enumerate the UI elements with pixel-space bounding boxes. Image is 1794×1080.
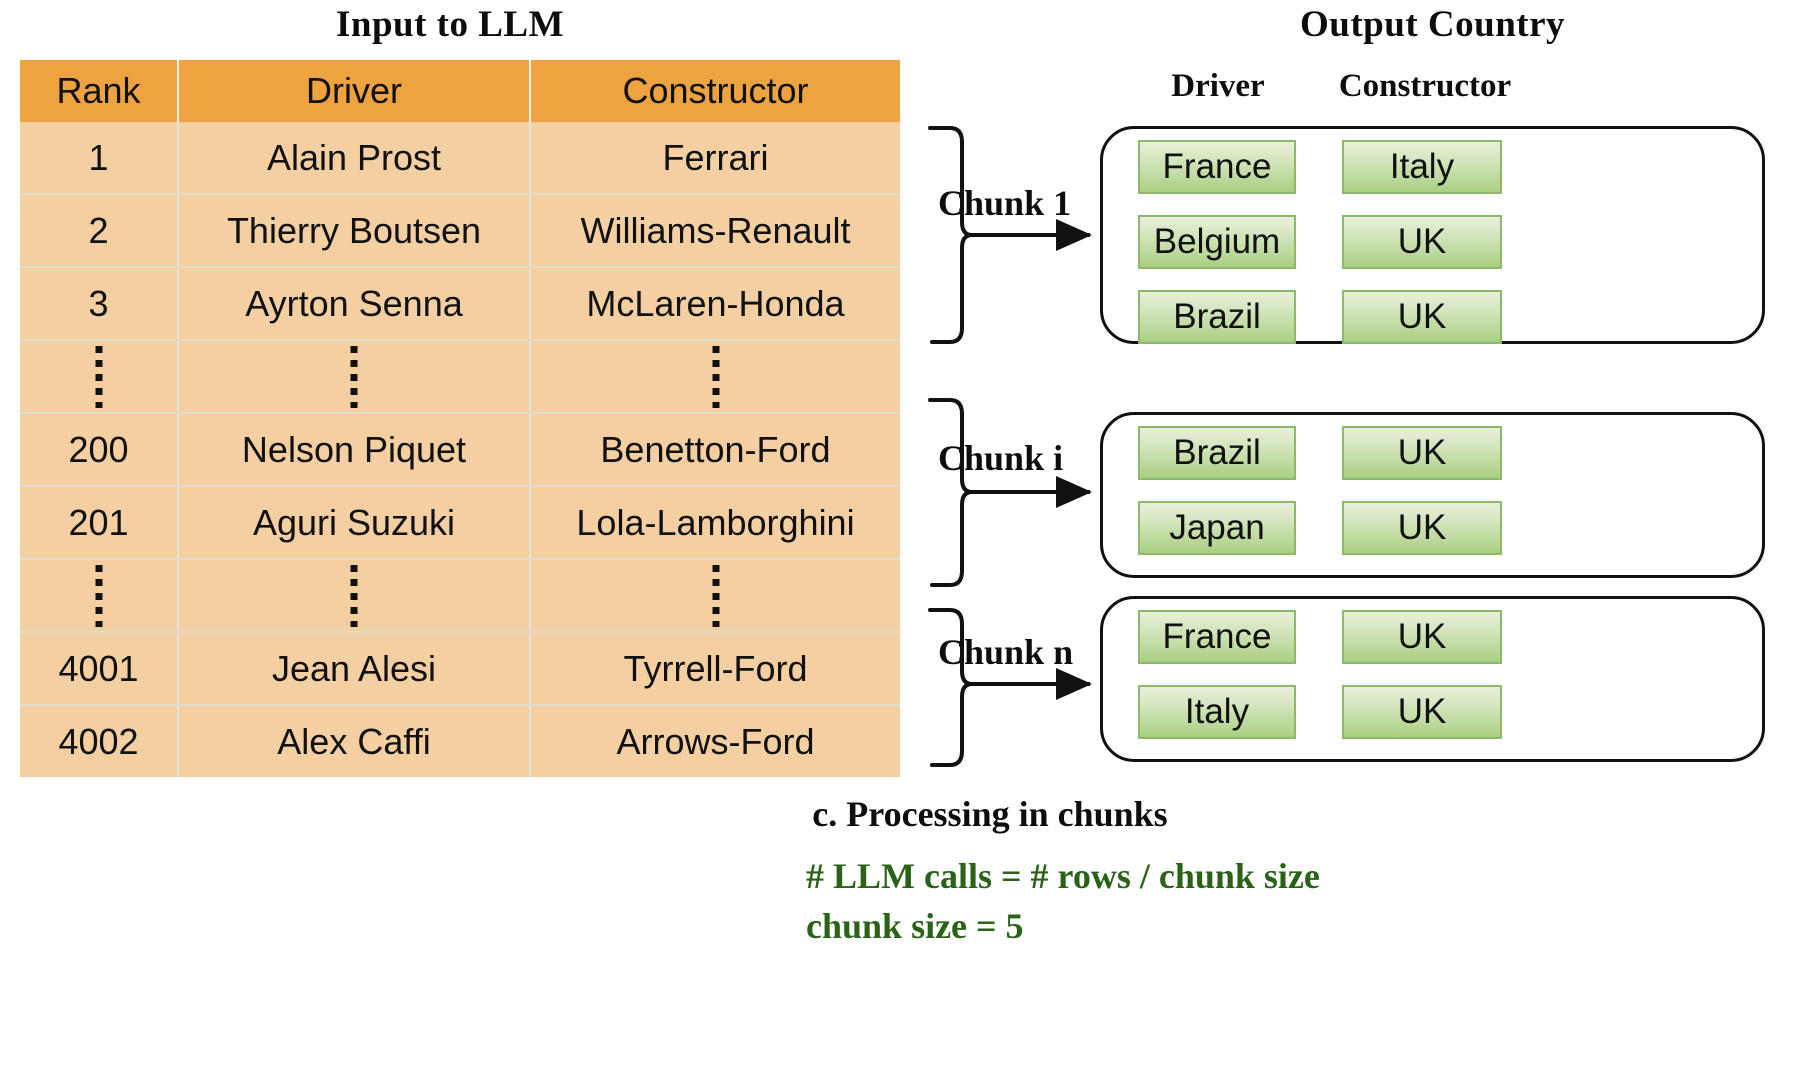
cell-ellipsis-constructor (530, 559, 900, 633)
table-row-ellipsis (20, 340, 900, 414)
vertical-dots-icon (350, 345, 358, 408)
cell-rank: 201 (20, 486, 179, 560)
country-chip: UK (1342, 685, 1502, 739)
cell-rank: 200 (20, 413, 179, 487)
cell-constructor: Lola-Lamborghini (530, 486, 900, 560)
output-group-chunk-i: Brazil UK Japan UK (1100, 412, 1765, 578)
brace-chunk-1 (928, 126, 973, 344)
formula-chunk-size: chunk size = 5 (806, 906, 1024, 946)
brace-chunk-i (928, 398, 973, 587)
formula-llm-calls: # LLM calls = # rows / chunk size (806, 856, 1320, 896)
country-chip: Belgium (1138, 215, 1296, 269)
cell-constructor: Tyrrell-Ford (530, 632, 900, 706)
table-row: 1 Alain Prost Ferrari (20, 122, 900, 195)
chunk-label-i: Chunk i (938, 438, 1064, 478)
country-chip: Italy (1342, 140, 1502, 194)
chunk-label-n: Chunk n (938, 632, 1074, 672)
country-chip: UK (1342, 501, 1502, 555)
input-table: Rank Driver Constructor 1 Alain Prost Fe… (20, 60, 900, 777)
cell-ellipsis-rank (20, 340, 179, 414)
cell-ellipsis-constructor (530, 340, 900, 414)
output-group-chunk-1: France Italy Belgium UK Brazil UK (1100, 126, 1765, 344)
cell-rank: 1 (20, 122, 179, 195)
output-title: Output Country (1299, 4, 1566, 45)
vertical-dots-icon (95, 564, 102, 627)
cell-driver: Aguri Suzuki (178, 486, 531, 560)
country-chip: UK (1342, 426, 1502, 480)
table-row: 2 Thierry Boutsen Williams-Renault (20, 194, 900, 268)
cell-rank: 4001 (20, 632, 179, 706)
country-chip: France (1138, 140, 1296, 194)
table-row: 201 Aguri Suzuki Lola-Lamborghini (20, 486, 900, 560)
cell-driver: Nelson Piquet (178, 413, 531, 487)
cell-driver: Thierry Boutsen (178, 194, 531, 268)
country-chip: UK (1342, 610, 1502, 664)
country-chip: UK (1342, 290, 1502, 344)
output-subheader-driver: Driver (1171, 68, 1265, 104)
column-header-constructor: Constructor (530, 60, 900, 122)
cell-constructor: Benetton-Ford (530, 413, 900, 487)
cell-driver: Ayrton Senna (178, 267, 531, 341)
cell-ellipsis-rank (20, 559, 179, 633)
table-row: 3 Ayrton Senna McLaren-Honda (20, 267, 900, 341)
cell-driver: Alex Caffi (178, 705, 531, 777)
country-chip: Italy (1138, 685, 1296, 739)
chunk-label-1: Chunk 1 (938, 183, 1072, 223)
cell-rank: 4002 (20, 705, 179, 777)
cell-rank: 2 (20, 194, 179, 268)
table-row: 4002 Alex Caffi Arrows-Ford (20, 705, 900, 777)
cell-ellipsis-driver (178, 340, 531, 414)
country-chip: Japan (1138, 501, 1296, 555)
column-header-driver: Driver (178, 60, 531, 122)
output-group-chunk-n: France UK Italy UK (1100, 596, 1765, 762)
country-chip: Brazil (1138, 290, 1296, 344)
column-header-rank: Rank (20, 60, 179, 122)
cell-driver: Alain Prost (178, 122, 531, 195)
vertical-dots-icon (350, 564, 358, 627)
cell-constructor: Arrows-Ford (530, 705, 900, 777)
vertical-dots-icon (712, 564, 719, 627)
figure-caption: c. Processing in chunks (812, 794, 1168, 834)
cell-constructor: McLaren-Honda (530, 267, 900, 341)
output-subheader-constructor: Constructor (1338, 68, 1512, 104)
vertical-dots-icon (95, 345, 102, 408)
cell-constructor: Williams-Renault (530, 194, 900, 268)
country-chip: UK (1342, 215, 1502, 269)
vertical-dots-icon (712, 345, 719, 408)
table-row: 200 Nelson Piquet Benetton-Ford (20, 413, 900, 487)
table-row-ellipsis (20, 559, 900, 633)
cell-constructor: Ferrari (530, 122, 900, 195)
input-title: Input to LLM (335, 4, 565, 45)
table-row: 4001 Jean Alesi Tyrrell-Ford (20, 632, 900, 706)
country-chip: Brazil (1138, 426, 1296, 480)
cell-driver: Jean Alesi (178, 632, 531, 706)
table-header-row: Rank Driver Constructor (20, 60, 900, 122)
cell-rank: 3 (20, 267, 179, 341)
country-chip: France (1138, 610, 1296, 664)
cell-ellipsis-driver (178, 559, 531, 633)
